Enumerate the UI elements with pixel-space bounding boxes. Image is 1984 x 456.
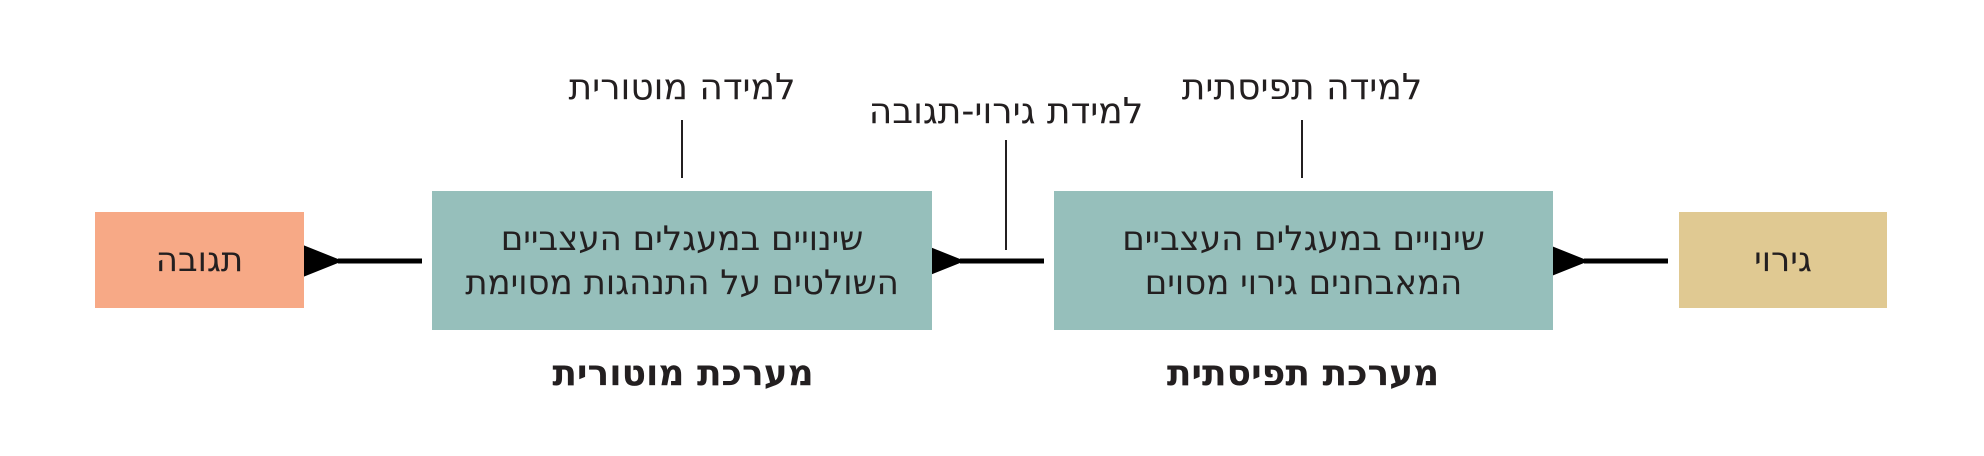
motor-system-title: מערכת מוטורית xyxy=(552,353,814,394)
perceptual-change-box: שינויים במעגלים העצביים המאבחנים גירוי מ… xyxy=(1054,191,1553,330)
motor-change-box: שינויים במעגלים העצביים השולטים על התנהג… xyxy=(432,191,932,330)
perceptual-system-title: מערכת תפיסתית xyxy=(1166,353,1440,394)
stimulus-box: גירוי xyxy=(1679,212,1887,308)
response-label: תגובה xyxy=(155,240,244,280)
perceptual-change-line1: שינויים במעגלים העצביים xyxy=(1122,218,1485,259)
perceptual-learning-label: למידה תפיסתית xyxy=(1181,67,1423,108)
response-box: תגובה xyxy=(95,212,304,308)
stimulus-response-learning-label: למידת גירוי-תגובה xyxy=(868,91,1144,132)
motor-change-line1: שינויים במעגלים העצביים xyxy=(500,218,864,259)
stimulus-label: גירוי xyxy=(1754,240,1812,280)
motor-learning-label: למידה מוטורית xyxy=(568,67,796,108)
perceptual-change-line2: המאבחנים גירוי מסוים xyxy=(1144,262,1463,303)
motor-change-line2: השולטים על התנהגות מסוימת xyxy=(465,262,899,303)
